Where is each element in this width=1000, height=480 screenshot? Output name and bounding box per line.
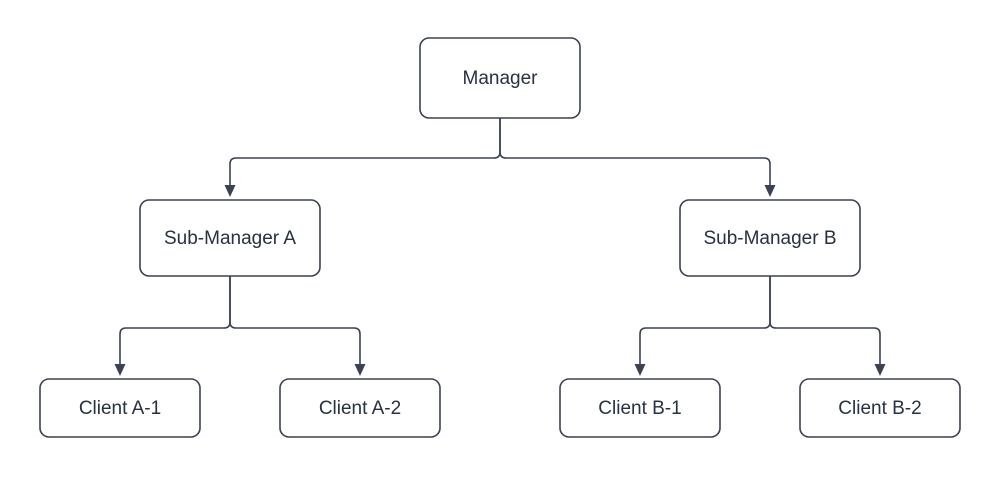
arrowhead-icon-manager-sub-a [224,185,236,197]
node-label-sub-manager-b: Sub-Manager B [703,228,836,249]
node-label-manager: Manager [463,68,539,89]
node-box-client-b-2[interactable] [799,378,961,438]
node-manager[interactable]: Manager [419,37,581,119]
edge-manager-to-sub-manager-a [224,118,501,197]
node-box-client-a-1[interactable] [39,378,201,438]
arrowhead-icon-sub-a-client-a-2 [354,364,366,376]
arrowhead-icon-manager-sub-b [764,185,776,197]
edge-path-manager-sub-b [499,118,771,188]
arrowhead-icon-sub-b-client-b-1 [634,364,646,376]
edge-sub-manager-a-to-client-a-2 [229,276,366,376]
edge-path-manager-sub-a [229,118,501,188]
edge-path-sub-a-client-a-2 [229,276,361,367]
node-client-b-1[interactable]: Client B-1 [559,378,721,438]
edge-path-sub-b-client-b-2 [769,276,881,367]
node-label-client-b-2: Client B-2 [838,398,921,419]
node-box-client-b-1[interactable] [559,378,721,438]
node-label-client-b-1: Client B-1 [598,398,681,419]
node-box-sub-manager-a[interactable] [139,199,321,277]
node-client-a-1[interactable]: Client A-1 [39,378,201,438]
arrowhead-icon-sub-a-client-a-1 [114,364,126,376]
node-box-client-a-2[interactable] [279,378,441,438]
edge-path-sub-a-client-a-1 [119,276,231,367]
node-client-b-2[interactable]: Client B-2 [799,378,961,438]
edge-sub-manager-b-to-client-b-1 [634,276,771,376]
edge-manager-to-sub-manager-b [499,118,776,197]
node-box-sub-manager-b[interactable] [679,199,861,277]
arrowhead-icon-sub-b-client-b-2 [874,364,886,376]
edge-path-sub-b-client-b-1 [639,276,771,367]
node-box-manager[interactable] [419,37,581,119]
node-label-client-a-1: Client A-1 [79,398,161,419]
node-sub-manager-b[interactable]: Sub-Manager B [679,199,861,277]
edge-sub-manager-b-to-client-b-2 [769,276,886,376]
node-label-sub-manager-a: Sub-Manager A [164,228,296,249]
node-sub-manager-a[interactable]: Sub-Manager A [139,199,321,277]
edge-sub-manager-a-to-client-a-1 [114,276,231,376]
node-label-client-a-2: Client A-2 [319,398,401,419]
node-client-a-2[interactable]: Client A-2 [279,378,441,438]
